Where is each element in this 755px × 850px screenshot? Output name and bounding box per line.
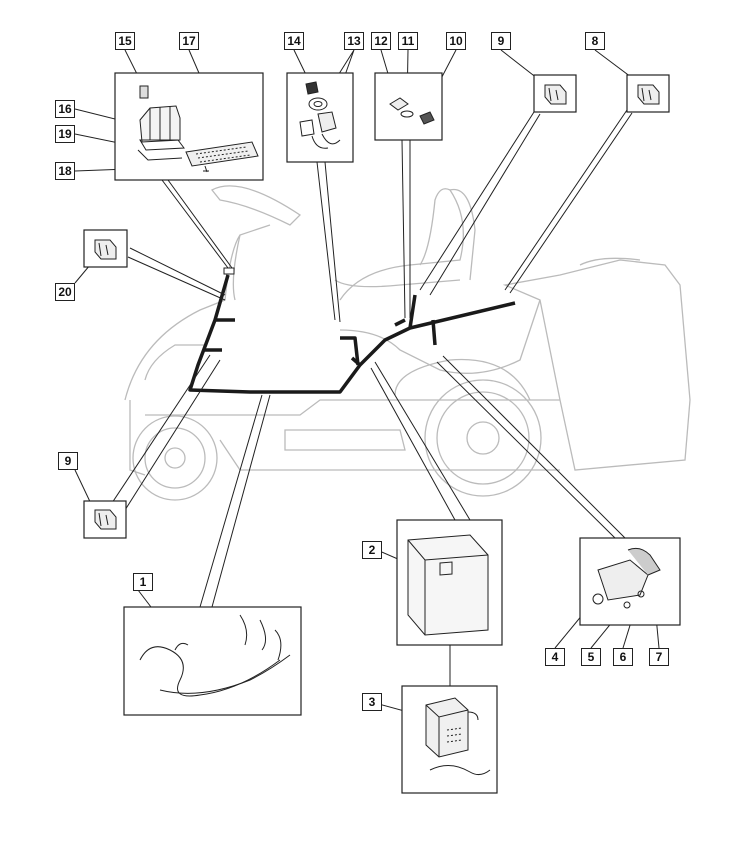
harness-connector <box>223 267 235 275</box>
switch-icon <box>94 509 117 530</box>
callout-4: 4 <box>545 648 565 666</box>
switch-assembly-icon <box>592 547 661 609</box>
ignition-parts-icon <box>299 81 341 149</box>
circuit-board-icon <box>185 141 259 173</box>
control-module-box <box>114 72 264 181</box>
callout-12: 12 <box>371 32 391 50</box>
callout-13: 13 <box>344 32 364 50</box>
switch-icon <box>637 84 660 105</box>
callout-6: 6 <box>613 648 633 666</box>
callout-18: 18 <box>55 162 75 180</box>
callout-5: 5 <box>581 648 601 666</box>
harness-box <box>123 606 302 716</box>
callout-16: 16 <box>55 100 75 118</box>
battery-icon <box>407 534 489 636</box>
leader-lines <box>74 49 660 719</box>
callout-11: 11 <box>398 32 418 50</box>
callout-8: 8 <box>585 32 605 50</box>
callout-20: 20 <box>55 283 75 301</box>
connectors-icon <box>389 97 435 125</box>
switch-icon <box>544 84 567 105</box>
fuse-icon <box>139 85 149 99</box>
harness-route <box>188 274 516 394</box>
callout-9-bottom: 9 <box>58 452 78 470</box>
switch-icon <box>94 239 117 260</box>
callout-15: 15 <box>115 32 135 50</box>
callout-17: 17 <box>179 32 199 50</box>
callout-19: 19 <box>55 125 75 143</box>
control-box-icon <box>137 105 185 161</box>
harness-icon <box>139 614 291 697</box>
callout-3: 3 <box>362 693 382 711</box>
charger-icon <box>425 697 491 776</box>
tractor-outline <box>124 185 691 501</box>
callout-2: 2 <box>362 541 382 559</box>
callout-14: 14 <box>284 32 304 50</box>
callout-10: 10 <box>446 32 466 50</box>
callout-1: 1 <box>133 573 153 591</box>
part-drawings <box>94 81 661 776</box>
connectors-box <box>374 72 443 141</box>
callout-9-top: 9 <box>491 32 511 50</box>
callout-7: 7 <box>649 648 669 666</box>
